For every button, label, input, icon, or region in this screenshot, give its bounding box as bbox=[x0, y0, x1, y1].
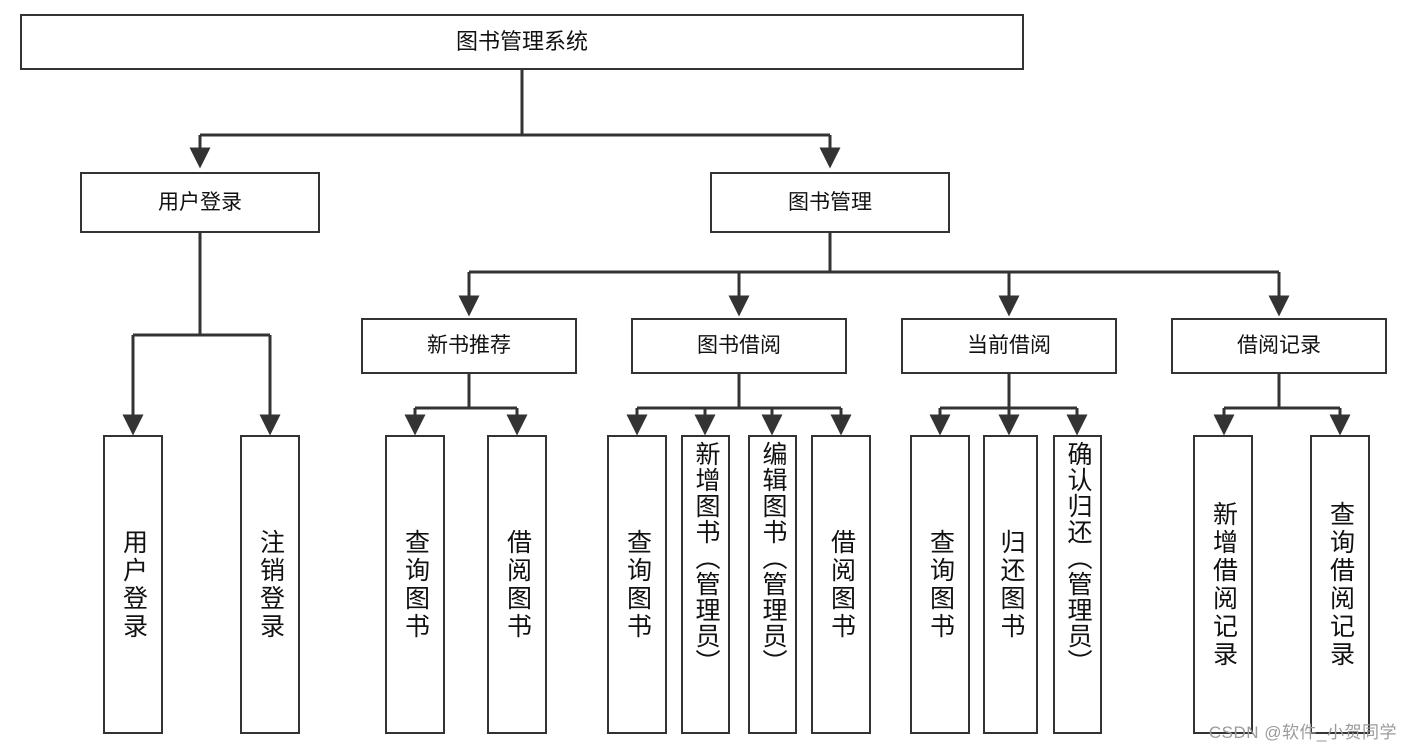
node-leaf-query-book-1-label: 查询图书 bbox=[401, 528, 430, 641]
node-leaf-confirm-return-label: 确认归还（管理员） bbox=[1064, 441, 1092, 675]
node-user-login-label: 用户登录 bbox=[158, 190, 242, 214]
node-leaf-query-record-label: 查询借阅记录 bbox=[1326, 500, 1355, 669]
node-leaf-query-book-2[interactable]: 查询图书 bbox=[607, 435, 667, 734]
node-book-borrow[interactable]: 图书借阅 bbox=[631, 318, 847, 374]
node-leaf-add-book-label: 新增图书（管理员） bbox=[692, 441, 720, 675]
node-leaf-borrow-book-1-label: 借阅图书 bbox=[503, 528, 532, 641]
node-book-manage-label: 图书管理 bbox=[788, 190, 872, 214]
node-leaf-add-record-label: 新增借阅记录 bbox=[1209, 500, 1238, 669]
node-leaf-query-book-1[interactable]: 查询图书 bbox=[385, 435, 445, 734]
node-leaf-return-book[interactable]: 归还图书 bbox=[983, 435, 1038, 734]
node-borrow-record-label: 借阅记录 bbox=[1237, 334, 1321, 358]
node-leaf-borrow-book-2-label: 借阅图书 bbox=[827, 528, 856, 641]
node-new-book-rec-label: 新书推荐 bbox=[427, 334, 511, 358]
node-book-manage[interactable]: 图书管理 bbox=[710, 172, 950, 233]
watermark-text: CSDN @软件_小贺同学 bbox=[1208, 723, 1397, 742]
node-user-login[interactable]: 用户登录 bbox=[80, 172, 320, 233]
node-leaf-user-login-label: 用户登录 bbox=[119, 528, 148, 641]
node-leaf-confirm-return[interactable]: 确认归还（管理员） bbox=[1053, 435, 1102, 734]
node-borrow-record[interactable]: 借阅记录 bbox=[1171, 318, 1387, 374]
node-leaf-user-logout[interactable]: 注销登录 bbox=[240, 435, 300, 734]
node-leaf-borrow-book-1[interactable]: 借阅图书 bbox=[487, 435, 547, 734]
node-leaf-add-book[interactable]: 新增图书（管理员） bbox=[681, 435, 730, 734]
node-leaf-edit-book-label: 编辑图书（管理员） bbox=[759, 441, 787, 675]
node-current-borrow-label: 当前借阅 bbox=[967, 334, 1051, 358]
node-leaf-borrow-book-2[interactable]: 借阅图书 bbox=[811, 435, 871, 734]
node-leaf-user-login[interactable]: 用户登录 bbox=[103, 435, 163, 734]
node-root[interactable]: 图书管理系统 bbox=[20, 14, 1024, 70]
node-leaf-add-record[interactable]: 新增借阅记录 bbox=[1193, 435, 1253, 734]
node-leaf-user-logout-label: 注销登录 bbox=[256, 528, 285, 641]
node-leaf-query-book-3-label: 查询图书 bbox=[926, 528, 955, 641]
node-book-borrow-label: 图书借阅 bbox=[697, 334, 781, 358]
node-leaf-query-book-3[interactable]: 查询图书 bbox=[910, 435, 970, 734]
node-leaf-query-book-2-label: 查询图书 bbox=[623, 528, 652, 641]
node-leaf-return-book-label: 归还图书 bbox=[997, 528, 1025, 641]
node-leaf-query-record[interactable]: 查询借阅记录 bbox=[1310, 435, 1370, 734]
node-leaf-edit-book[interactable]: 编辑图书（管理员） bbox=[748, 435, 797, 734]
node-new-book-rec[interactable]: 新书推荐 bbox=[361, 318, 577, 374]
node-root-label: 图书管理系统 bbox=[455, 28, 588, 54]
node-current-borrow[interactable]: 当前借阅 bbox=[901, 318, 1117, 374]
